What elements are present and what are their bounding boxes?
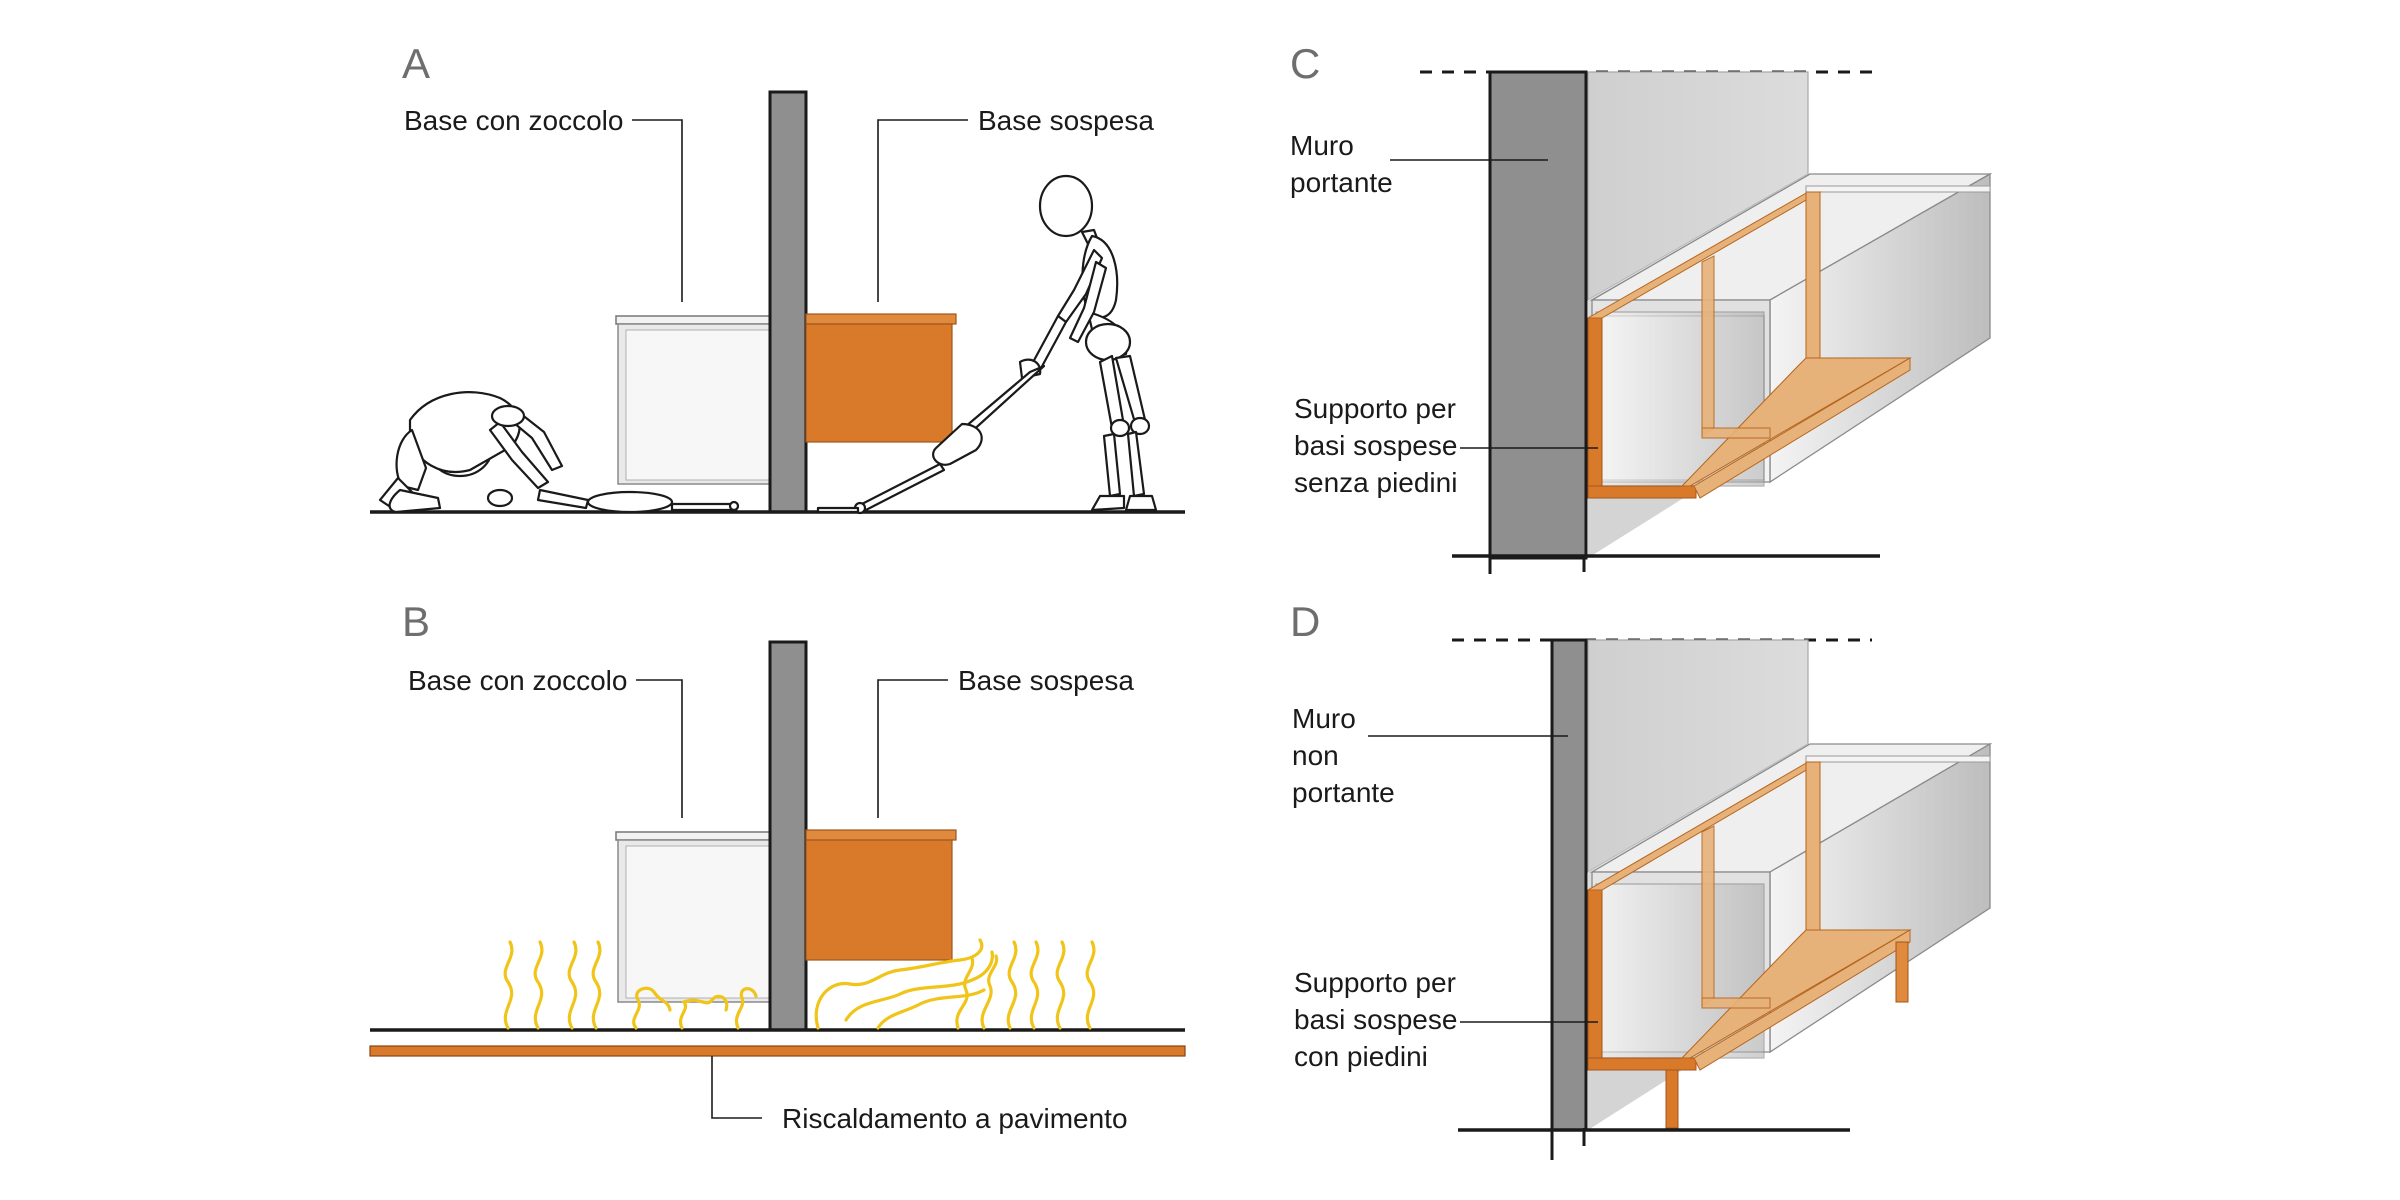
panel-d: D Muro non bbox=[1290, 598, 1993, 1160]
label-support: basi sospese bbox=[1294, 1004, 1457, 1035]
label-wall: portante bbox=[1290, 167, 1393, 198]
label-support: basi sospese bbox=[1294, 430, 1457, 461]
label-underfloor-heating: Riscaldamento a pavimento bbox=[782, 1103, 1128, 1134]
kneeling-figure-icon bbox=[378, 391, 740, 514]
panel-letter: B bbox=[402, 598, 430, 645]
label-suspended-base: Base sospesa bbox=[958, 665, 1134, 696]
non-load-bearing-wall bbox=[1550, 638, 1588, 1132]
panel-letter: D bbox=[1290, 598, 1320, 645]
panel-letter: A bbox=[402, 40, 430, 87]
wall-support-frame-with-legs bbox=[1586, 761, 1912, 1129]
label-plinth-base: Base con zoccolo bbox=[408, 665, 627, 696]
label-wall: portante bbox=[1292, 777, 1395, 808]
leader-line bbox=[877, 679, 948, 818]
panel-letter: C bbox=[1290, 40, 1320, 87]
leader-line bbox=[632, 119, 683, 302]
wall-section bbox=[768, 90, 808, 514]
wall-section bbox=[768, 640, 808, 1032]
load-bearing-wall bbox=[1488, 70, 1588, 560]
label-support: Supporto per bbox=[1294, 967, 1456, 998]
label-wall: non bbox=[1292, 740, 1339, 771]
label-suspended-base: Base sospesa bbox=[978, 105, 1154, 136]
standing-figure-icon bbox=[816, 174, 1158, 515]
plinth-base-cabinet bbox=[615, 315, 771, 485]
panel-b: B Base con zoccolo Base sospesa bbox=[369, 598, 1186, 1134]
wall-support-frame bbox=[1586, 191, 1912, 499]
label-support: con piedini bbox=[1294, 1041, 1428, 1072]
plinth-base-cabinet bbox=[615, 831, 771, 1003]
label-plinth-base: Base con zoccolo bbox=[404, 105, 623, 136]
label-support: senza piedini bbox=[1294, 467, 1457, 498]
suspended-base-cabinet bbox=[805, 313, 957, 443]
label-support: Supporto per bbox=[1294, 393, 1456, 424]
underfloor-heating-layer bbox=[369, 1045, 1186, 1057]
panel-c: C Mur bbox=[1290, 40, 1993, 574]
leader-line bbox=[877, 119, 968, 302]
leader-line bbox=[636, 679, 683, 818]
label-wall: Muro bbox=[1292, 703, 1356, 734]
heat-waves-icon bbox=[503, 938, 1096, 1030]
label-wall: Muro bbox=[1290, 130, 1354, 161]
suspended-base-cabinet bbox=[805, 829, 957, 961]
leader-line bbox=[711, 1056, 762, 1119]
panel-a: A Base con zoccolo Base sospesa bbox=[370, 40, 1185, 515]
